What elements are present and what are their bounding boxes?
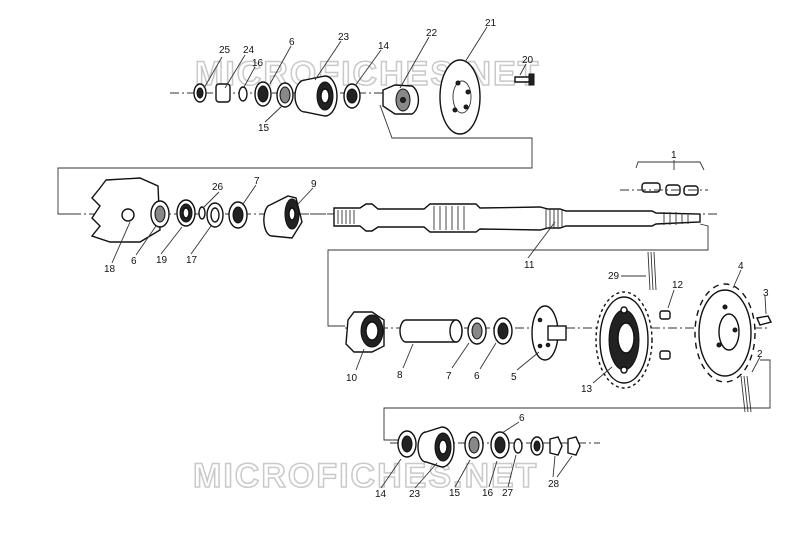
callout-14-bottom: 14 bbox=[375, 489, 387, 500]
callout-18: 18 bbox=[104, 264, 116, 275]
callout-8: 8 bbox=[397, 370, 403, 381]
callout-25: 25 bbox=[219, 45, 231, 56]
callout-16-top: 16 bbox=[252, 58, 264, 69]
bottom-leaders bbox=[380, 421, 573, 489]
top-leaders bbox=[203, 26, 527, 123]
callout-15-bottom: 15 bbox=[449, 488, 461, 499]
callout-10: 10 bbox=[346, 373, 358, 384]
callout-7-mid: 7 bbox=[254, 176, 260, 187]
callout-22: 22 bbox=[426, 28, 438, 39]
top-frame-line bbox=[57, 104, 533, 215]
part-28-nut-b bbox=[567, 436, 581, 456]
callout-21: 21 bbox=[485, 18, 497, 29]
part-26-clip bbox=[198, 206, 206, 220]
part-20-bolt bbox=[514, 76, 531, 83]
sprocket-frame-line bbox=[327, 223, 709, 327]
part-11-axle bbox=[300, 203, 720, 233]
callout-28: 28 bbox=[548, 479, 560, 490]
callout-13: 13 bbox=[581, 384, 593, 395]
callout-23-top: 23 bbox=[338, 32, 350, 43]
callout-6-mid: 6 bbox=[131, 256, 137, 267]
callout-20: 20 bbox=[522, 55, 534, 66]
sprocket-leaders bbox=[355, 269, 767, 384]
part-21-brake-disc bbox=[439, 59, 481, 135]
part-16-washer bbox=[238, 86, 248, 102]
middle-group bbox=[72, 161, 720, 243]
callout-3: 3 bbox=[763, 288, 769, 299]
callout-6-bottom: 6 bbox=[519, 413, 525, 424]
callout-23-bottom: 23 bbox=[409, 489, 421, 500]
callout-5: 5 bbox=[511, 372, 517, 383]
callout-12: 12 bbox=[672, 280, 684, 291]
callout-19: 19 bbox=[156, 255, 168, 266]
top-group bbox=[57, 59, 535, 215]
callout-17: 17 bbox=[186, 255, 198, 266]
watermark-top: MICROFICHES.NET bbox=[195, 55, 540, 93]
callout-4: 4 bbox=[738, 261, 744, 272]
part-2-chain bbox=[740, 375, 752, 413]
callout-15-top: 15 bbox=[258, 123, 270, 134]
part-28-nut-a bbox=[549, 436, 563, 456]
part-3-bolt bbox=[756, 315, 773, 326]
callout-2: 2 bbox=[757, 349, 763, 360]
bottom-group bbox=[390, 426, 600, 468]
middle-leaders bbox=[111, 160, 675, 264]
callout-1: 1 bbox=[671, 150, 677, 161]
watermark-bottom: MICROFICHES.NET bbox=[193, 457, 538, 495]
callout-11: 11 bbox=[524, 260, 535, 271]
part-12-nut bbox=[659, 310, 671, 320]
callout-29: 29 bbox=[608, 271, 620, 282]
callout-6-lower: 6 bbox=[474, 371, 480, 382]
callout-16-bottom: 16 bbox=[482, 488, 494, 499]
part-24-bushing bbox=[215, 83, 231, 103]
sprocket-group bbox=[327, 223, 773, 441]
callout-24: 24 bbox=[243, 45, 255, 56]
callout-9: 9 bbox=[311, 179, 317, 190]
sprocket-right-bracket bbox=[383, 359, 771, 441]
callout-7-lower: 7 bbox=[446, 371, 452, 382]
callout-14-top: 14 bbox=[378, 41, 390, 52]
part-16-washer-bottom bbox=[513, 438, 523, 454]
part-29-chain bbox=[647, 251, 657, 291]
callout-27: 27 bbox=[502, 488, 514, 499]
part-1-master-link bbox=[620, 161, 708, 196]
callout-6-top: 6 bbox=[289, 37, 295, 48]
part-4-drive-gear bbox=[694, 283, 756, 383]
part-13-sprocket bbox=[595, 291, 653, 389]
callout-26: 26 bbox=[212, 182, 224, 193]
